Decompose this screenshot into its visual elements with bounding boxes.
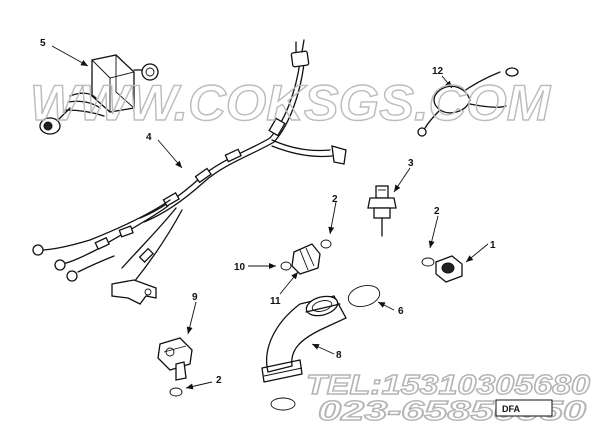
callout-6: 6 [398, 306, 404, 317]
callout-2-plug: 2 [434, 206, 440, 217]
callout-2-elbow: 2 [216, 375, 222, 386]
callout-8: 8 [336, 350, 342, 361]
stamp-text: DFA [502, 404, 521, 414]
pigtail-sensor [417, 67, 519, 137]
watermark-tel: TEL:15310305680 [306, 369, 591, 400]
wiring-harness [32, 39, 347, 305]
elbow-fitting [261, 295, 347, 411]
callout-9: 9 [192, 292, 198, 303]
leader-lines [51, 45, 489, 390]
watermark-site: WWW.COKSGS.COM [30, 75, 551, 131]
callout-labels: 1 2 2 2 3 4 5 6 8 9 10 11 12 [40, 38, 496, 386]
adapter-fitting [280, 239, 332, 275]
callout-1: 1 [490, 240, 496, 251]
callout-10: 10 [234, 262, 246, 273]
pressure-sender [367, 185, 397, 237]
callout-3: 3 [408, 158, 414, 169]
plug-fitting [421, 255, 463, 283]
o-ring-large [347, 285, 381, 307]
drawing-stamp: DFA [495, 399, 553, 417]
callout-12: 12 [432, 66, 444, 77]
elbow-connector [157, 337, 193, 397]
callout-5: 5 [40, 38, 46, 49]
callout-11: 11 [270, 296, 281, 307]
callout-4: 4 [146, 132, 152, 143]
control-module [39, 54, 159, 135]
callout-2-adapter: 2 [332, 194, 338, 205]
